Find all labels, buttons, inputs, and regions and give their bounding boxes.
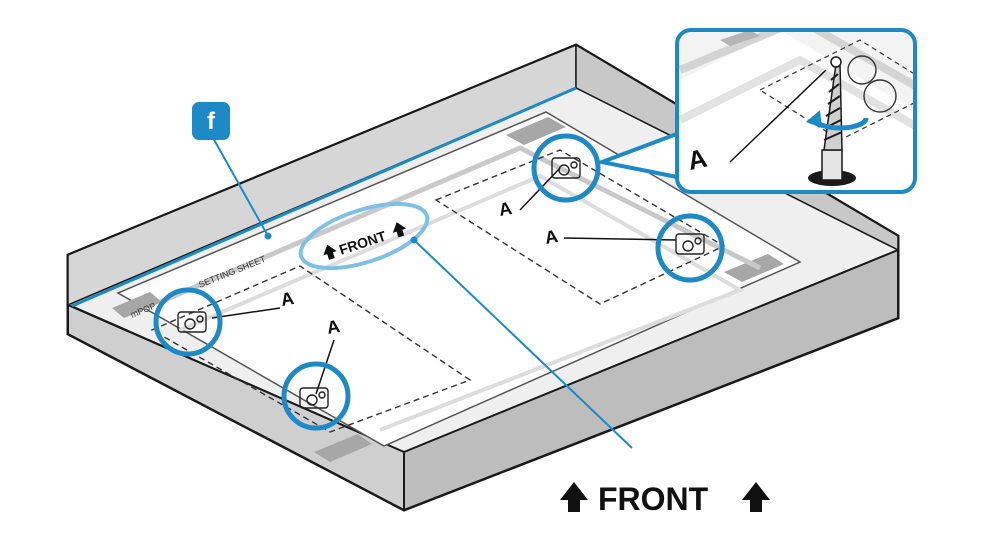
marker-a: A bbox=[325, 316, 341, 338]
front-edge-highlight bbox=[71, 86, 577, 308]
arrow-up-icon bbox=[392, 222, 407, 238]
tape-corner bbox=[112, 292, 162, 318]
callout-letter: f bbox=[207, 108, 216, 135]
arrow-up-icon bbox=[742, 482, 770, 512]
screw-holes bbox=[177, 157, 705, 409]
screw-position-circle bbox=[281, 361, 351, 431]
marker-a: A bbox=[497, 198, 513, 220]
setting-sheet: SETTING SHEET mPOP bbox=[112, 111, 802, 462]
tape-corner bbox=[506, 117, 566, 145]
front-label-highlight bbox=[298, 201, 430, 271]
callout-badge bbox=[192, 102, 230, 140]
callout-f: f bbox=[192, 102, 272, 240]
marker-a: A bbox=[543, 226, 559, 248]
screw-position-circle bbox=[531, 133, 601, 203]
tape-corner bbox=[314, 434, 372, 462]
front-caption: FRONT bbox=[560, 481, 770, 517]
tape-corner bbox=[724, 254, 784, 282]
rotate-arrow-icon bbox=[806, 110, 869, 131]
arrow-up-icon bbox=[560, 482, 588, 512]
front-leader-line bbox=[413, 239, 633, 449]
zoom-inset: A bbox=[675, 28, 917, 194]
arrow-up-icon bbox=[323, 244, 337, 260]
screw-position-circles bbox=[153, 133, 725, 431]
marker-a: A bbox=[279, 288, 295, 310]
screw-position-circle bbox=[153, 287, 223, 357]
screw-position-circle bbox=[655, 213, 725, 283]
front-caption-text: FRONT bbox=[598, 481, 709, 517]
